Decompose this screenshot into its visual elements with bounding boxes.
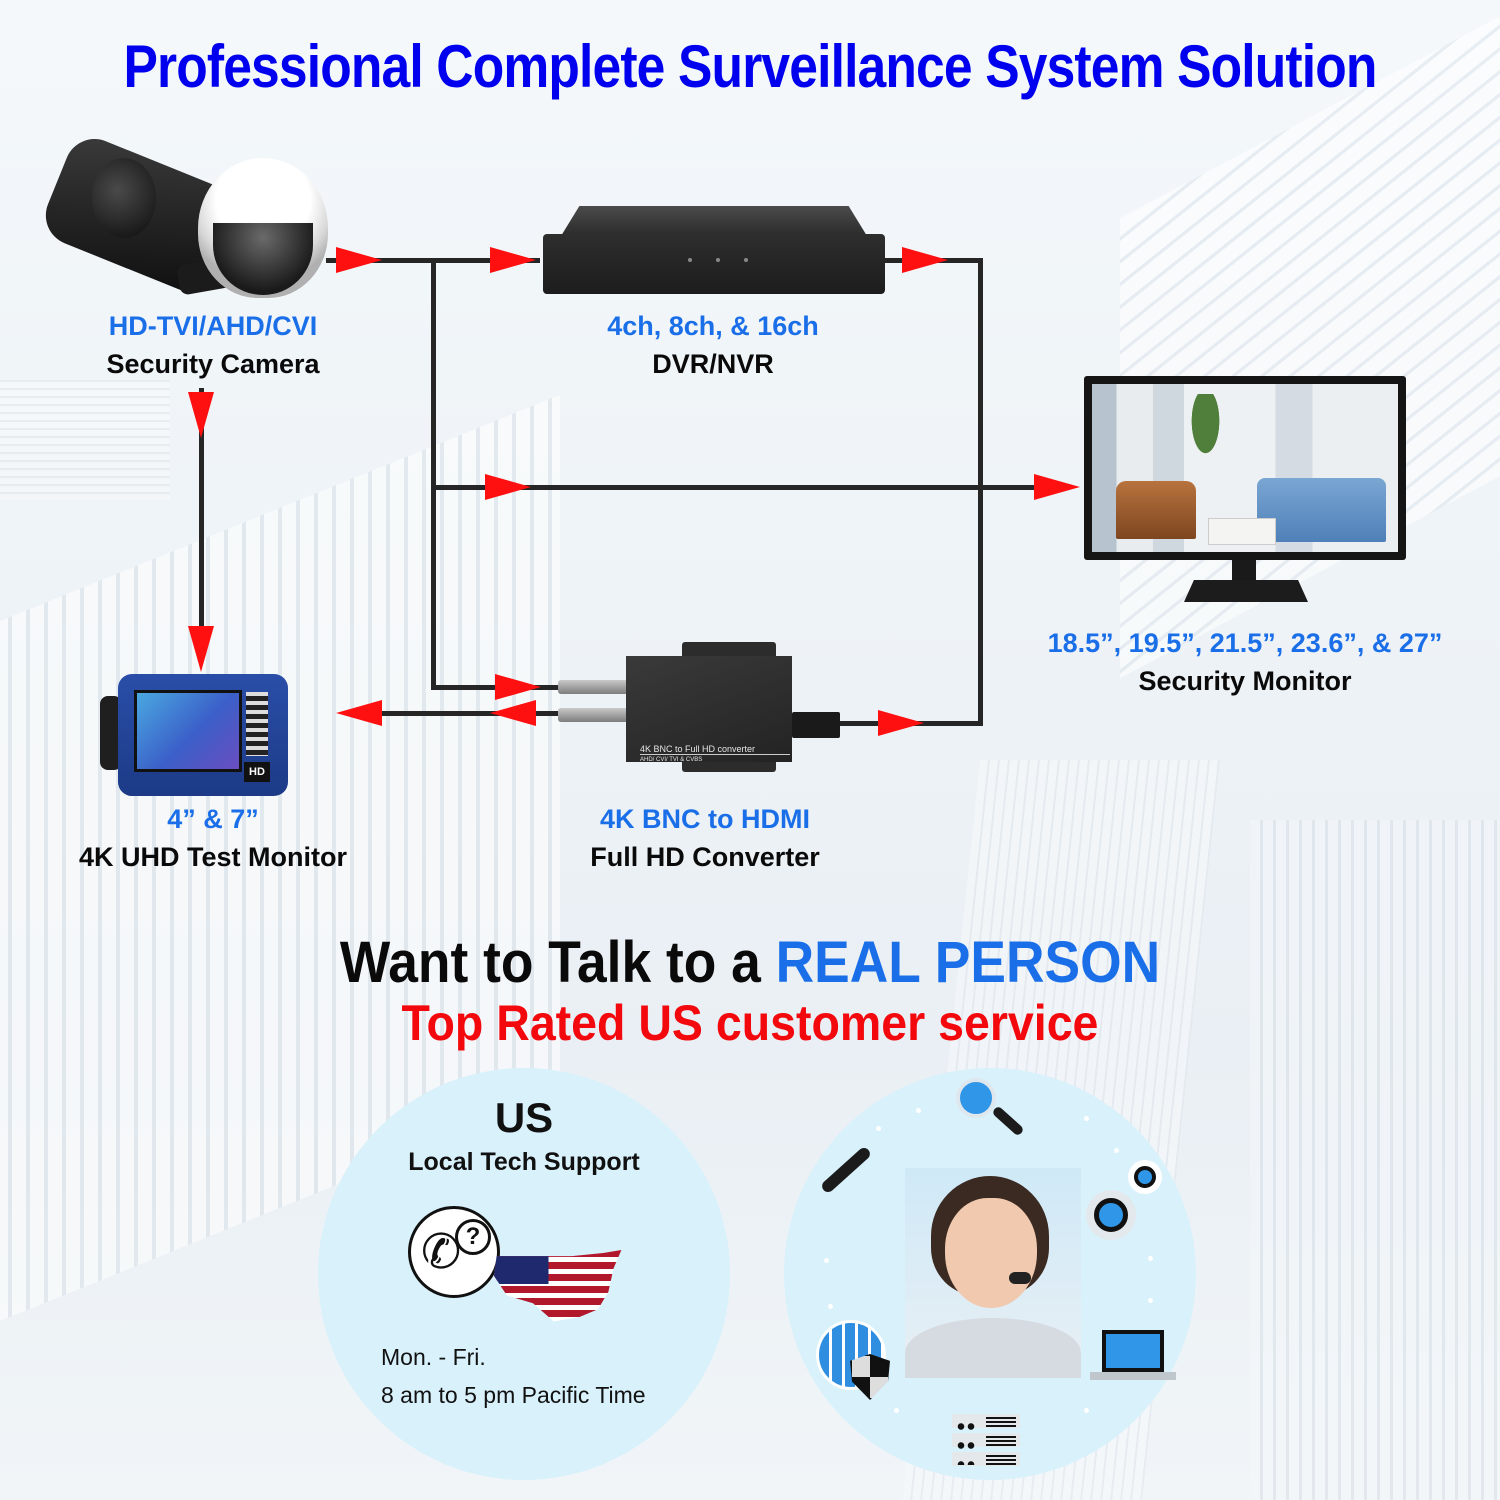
wire-trunk-to-monitor [431, 485, 1041, 490]
converter-spec: 4K BNC to HDMI [600, 804, 810, 834]
server-icon [952, 1414, 1020, 1468]
dvr-image [543, 206, 885, 298]
laptop-base [1090, 1372, 1176, 1380]
monitor-name: Security Monitor [1138, 666, 1352, 696]
phone-question-icon: ✆ ? [408, 1206, 500, 1298]
page-title: Professional Complete Surveillance Syste… [123, 33, 1377, 100]
camera-spec: HD-TVI/AHD/CVI [108, 311, 318, 341]
wire-converter-to-tester [378, 711, 563, 716]
agent-support-circle [784, 1068, 1196, 1480]
arrow-right-icon [490, 247, 536, 273]
camera-name: Security Camera [106, 349, 320, 379]
arrow-right-icon [336, 247, 382, 273]
call-to-action: Want to Talk to a REAL PERSON Top Rated … [0, 932, 1500, 1052]
cta-highlight: REAL PERSON [775, 930, 1161, 995]
tester-label: 4” & 7” 4K UHD Test Monitor [30, 800, 396, 876]
converter-image: 4K BNC to Full HD converter AHD/ CVI/ TV… [540, 640, 860, 780]
support-title: US [494, 1094, 554, 1141]
arrow-right-icon [495, 674, 541, 700]
converter-name: Full HD Converter [590, 842, 820, 872]
wire-camera-to-tester [199, 388, 204, 638]
arrow-left-icon [336, 700, 382, 726]
arrow-down-icon [188, 626, 214, 672]
hd-badge: HD [244, 762, 270, 782]
monitor-image [1084, 376, 1406, 604]
arrow-left-icon [490, 700, 536, 726]
headset-icon [1009, 1272, 1031, 1284]
gears-icon [1094, 1198, 1128, 1232]
support-subtitle: Local Tech Support [408, 1148, 640, 1176]
dvr-label: 4ch, 8ch, & 16ch DVR/NVR [540, 307, 886, 383]
arrow-down-icon [188, 392, 214, 438]
laptop-icon [1102, 1330, 1164, 1372]
search-handle [991, 1105, 1025, 1137]
support-agent-photo [905, 1168, 1081, 1378]
cta-subheadline: Top Rated US customer service [401, 995, 1099, 1051]
arrow-right-icon [485, 474, 531, 500]
us-flag-map-icon [494, 1250, 622, 1322]
cta-headline: Want to Talk to a REAL PERSON [339, 930, 1161, 995]
us-support-circle: US Local Tech Support ✆ ? Mon. - Fri. 8 … [318, 1068, 730, 1480]
dvr-name: DVR/NVR [652, 349, 774, 379]
converter-label: 4K BNC to HDMI Full HD Converter [530, 800, 880, 876]
tools-icon [819, 1145, 873, 1195]
converter-printed-label: 4K BNC to Full HD converter AHD/ CVI/ TV… [640, 744, 790, 763]
support-hours: 8 am to 5 pm Pacific Time [381, 1382, 646, 1408]
gear-small-icon [1134, 1166, 1156, 1188]
dvr-spec: 4ch, 8ch, & 16ch [607, 311, 819, 341]
arrow-right-icon [902, 247, 948, 273]
wire-trunk-vertical [431, 258, 436, 690]
security-camera-image [36, 118, 328, 303]
tester-name: 4K UHD Test Monitor [79, 842, 347, 872]
arrow-right-icon [1034, 474, 1080, 500]
tester-spec: 4” & 7” [167, 804, 259, 834]
shield-icon [850, 1354, 890, 1400]
living-room-screen [1092, 384, 1398, 552]
monitor-spec: 18.5”, 19.5”, 21.5”, 23.6”, & 27” [1047, 628, 1443, 658]
support-days: Mon. - Fri. [381, 1344, 486, 1370]
wire-right-vertical [978, 258, 983, 726]
camera-label: HD-TVI/AHD/CVI Security Camera [40, 307, 386, 383]
test-monitor-image: HD [100, 670, 290, 800]
arrow-right-icon [878, 710, 924, 736]
monitor-label: 18.5”, 19.5”, 21.5”, 23.6”, & 27” Securi… [1000, 624, 1490, 700]
search-icon [956, 1078, 996, 1118]
